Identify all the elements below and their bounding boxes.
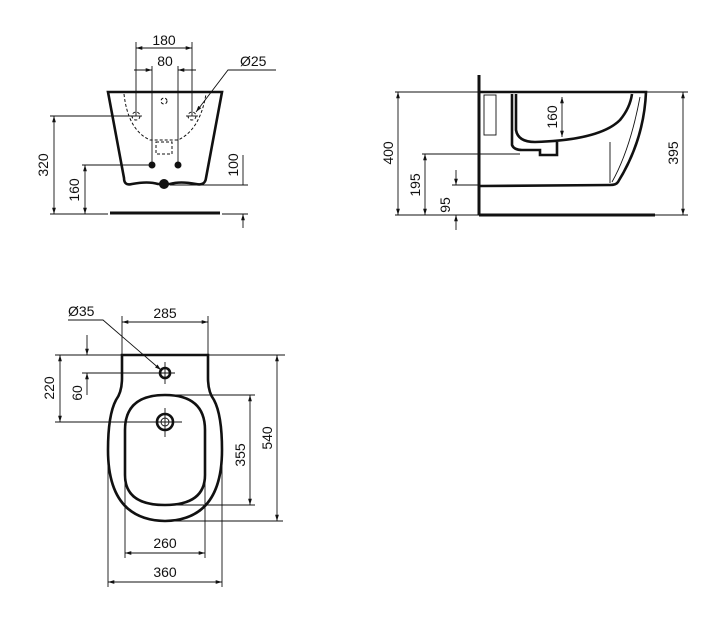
front-outline: [106, 90, 224, 186]
dim-355: 355: [232, 443, 248, 467]
front-hidden-bowl: [123, 93, 207, 141]
dim-540: 540: [259, 426, 275, 450]
side-bowl: [514, 93, 634, 144]
dim-d25: Ø25: [240, 53, 267, 69]
dim-285: 285: [153, 305, 177, 321]
side-trap: [510, 94, 559, 157]
dim-260: 260: [153, 535, 177, 551]
dim-395: 395: [665, 141, 681, 165]
dim-100: 100: [225, 153, 241, 177]
dim-160: 160: [66, 178, 82, 202]
dim-195: 195: [407, 173, 423, 197]
side-outline: [479, 90, 648, 188]
waste-outlet: [159, 179, 169, 189]
front-view: 180 80 Ø25 320 160 100: [35, 32, 276, 228]
side-bracket: [483, 94, 497, 136]
dim-360: 360: [153, 564, 177, 580]
dim-320: 320: [35, 153, 51, 177]
dim-95: 95: [437, 197, 453, 213]
top-view: 285 Ø35 220 60 355 540 260 360: [41, 303, 285, 587]
side-front-line: [609, 96, 641, 183]
dim-400: 400: [380, 141, 396, 165]
front-small-hole: [160, 97, 168, 105]
front-hidden-outlet: [155, 141, 173, 155]
top-inner-bowl: [123, 393, 207, 507]
dim-d35: Ø35: [68, 303, 95, 319]
side-view: 400 160 395 195 95: [380, 75, 688, 230]
dim-60: 60: [69, 385, 85, 401]
drain-hole: [150, 408, 182, 437]
dim-160-bowl: 160: [544, 105, 560, 129]
dim-180: 180: [152, 32, 176, 48]
dim-80: 80: [157, 53, 173, 69]
dim-220: 220: [41, 376, 57, 400]
